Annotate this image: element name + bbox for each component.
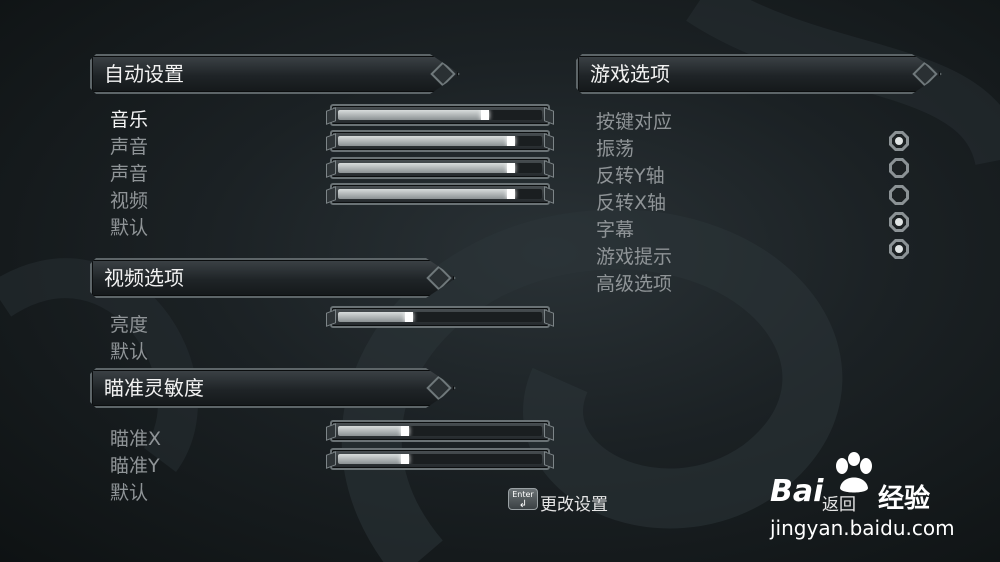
change-settings-hint: 更改设置 [540,495,608,515]
aim-x-slider[interactable] [330,420,550,442]
menu-item-sound-1[interactable]: 声音 [110,136,149,158]
aim-sensitivity-header: 瞄准灵敏度 [90,368,456,408]
auto-settings-title: 自动设置 [104,62,184,86]
video-options-header: 视频选项 [90,258,456,298]
brightness-slider[interactable] [330,306,550,328]
music-slider[interactable] [330,104,550,126]
menu-item-default-3[interactable]: 默认 [110,482,149,504]
sound-slider-2[interactable] [330,157,550,179]
menu-item-game-hints[interactable]: 游戏提示 [596,246,673,268]
watermark-brand: Bai [770,474,824,509]
aim-sensitivity-title: 瞄准灵敏度 [104,376,204,400]
baidu-jingyan-watermark: Bai 经验 jingyan.baidu.com [770,452,970,542]
video-slider[interactable] [330,183,550,205]
menu-item-aim-x[interactable]: 瞄准X [110,428,162,450]
menu-item-music[interactable]: 音乐 [110,109,149,131]
subtitles-toggle[interactable] [889,212,909,232]
menu-item-default-2[interactable]: 默认 [110,341,149,363]
watermark-brand-cn: 经验 [878,484,931,514]
invert-y-toggle[interactable] [889,158,909,178]
menu-item-video[interactable]: 视频 [110,190,149,212]
auto-settings-header: 自动设置 [90,54,460,94]
baidu-paw-icon [836,452,872,493]
menu-item-key-bindings[interactable]: 按键对应 [596,111,673,133]
menu-item-aim-y[interactable]: 瞄准Y [110,455,160,477]
aim-y-slider[interactable] [330,448,550,470]
sound-slider-1[interactable] [330,130,550,152]
video-options-title: 视频选项 [104,266,184,290]
menu-item-brightness[interactable]: 亮度 [110,314,149,336]
enter-key-icon: Enter↲ [508,488,538,510]
menu-item-invert-y[interactable]: 反转Y轴 [596,165,665,187]
invert-x-toggle[interactable] [889,185,909,205]
game-options-title: 游戏选项 [590,62,670,86]
watermark-url: jingyan.baidu.com [770,516,955,540]
menu-item-advanced-options[interactable]: 高级选项 [596,273,673,295]
menu-item-sound-2[interactable]: 声音 [110,163,149,185]
menu-item-default-1[interactable]: 默认 [110,217,149,239]
game-hints-toggle[interactable] [889,239,909,259]
menu-item-vibration[interactable]: 振荡 [596,138,635,160]
menu-item-subtitles[interactable]: 字幕 [596,219,635,241]
back-hint[interactable]: 返回 [822,495,856,515]
vibration-toggle[interactable] [889,131,909,151]
game-options-header: 游戏选项 [576,54,942,94]
menu-item-invert-x[interactable]: 反转X轴 [596,192,667,214]
